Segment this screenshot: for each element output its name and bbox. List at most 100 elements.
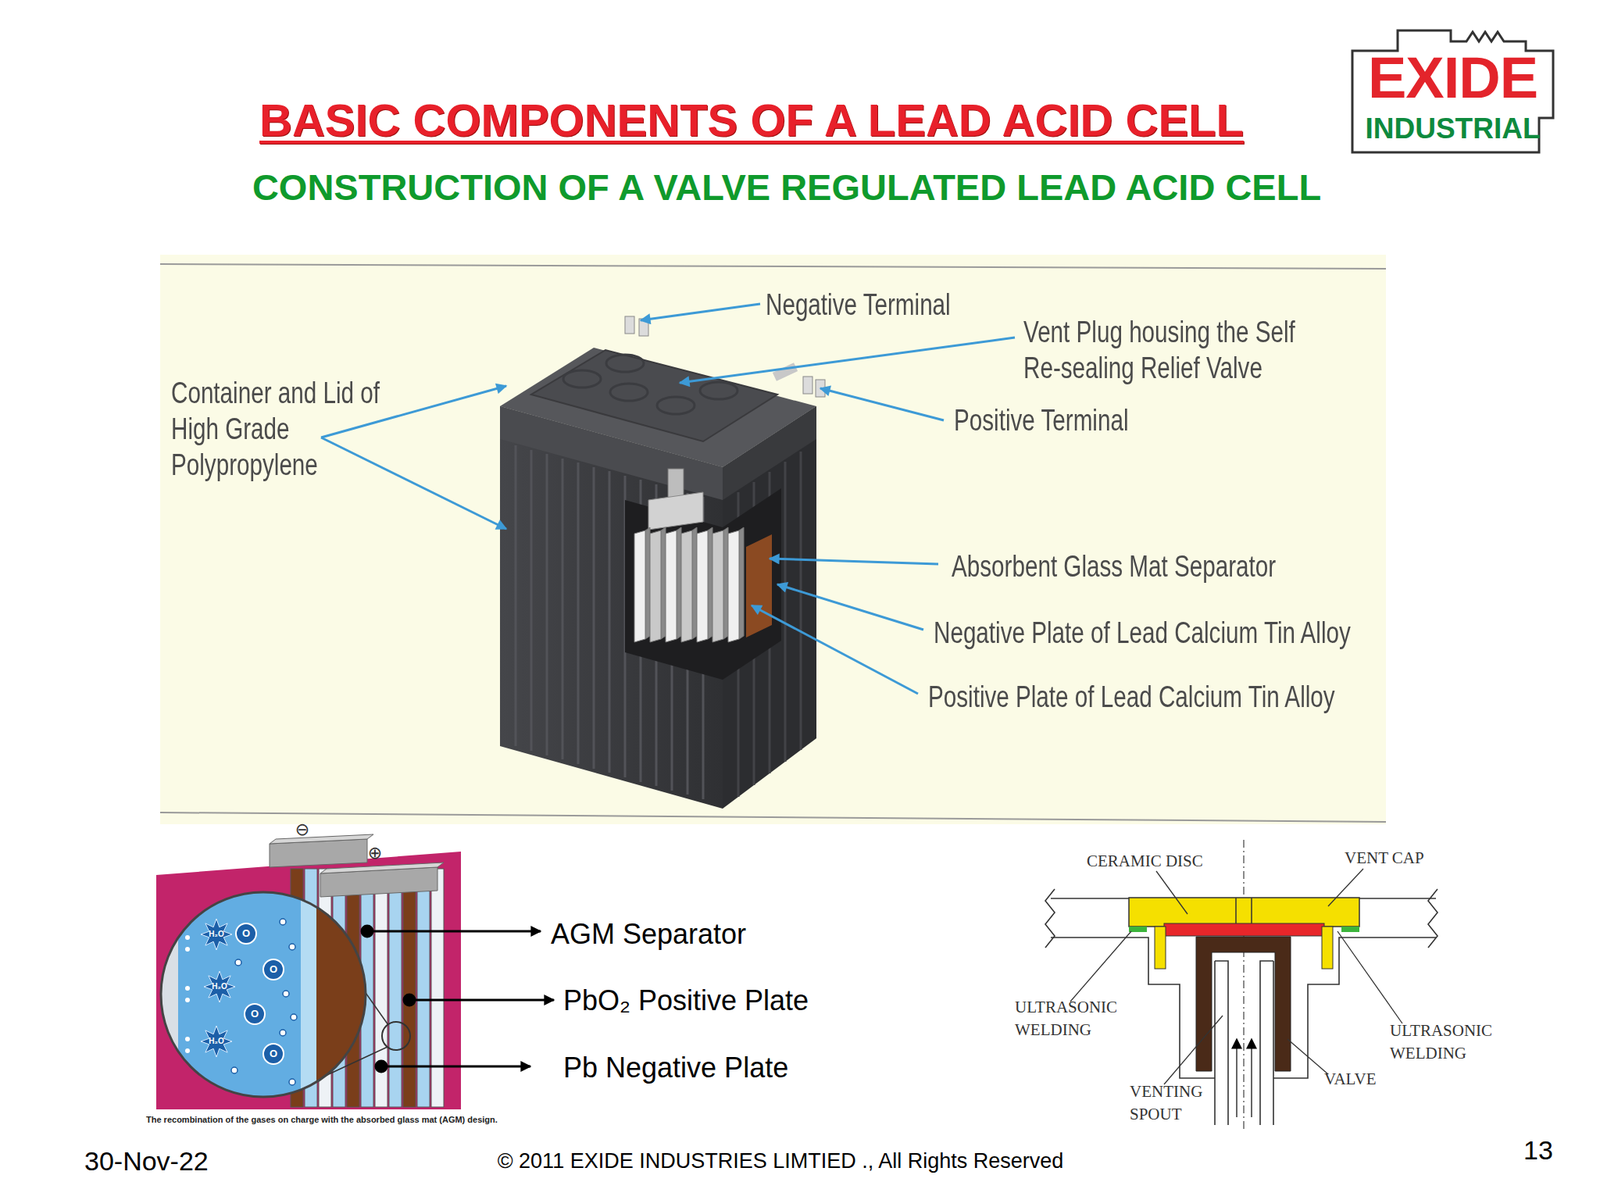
agm-cell-illustration <box>431 868 444 1108</box>
vent-cross-section <box>1341 926 1360 933</box>
vent-cross-section <box>1070 931 1132 1002</box>
vent-cross-section <box>1156 871 1188 915</box>
battery-illustration <box>784 461 787 762</box>
illustration-panel <box>160 254 1386 825</box>
pointer-arrow <box>381 1065 531 1068</box>
battery-illustration <box>676 527 682 640</box>
battery-illustration <box>696 530 708 643</box>
battery-illustration <box>606 354 644 372</box>
agm-cell-illustration <box>235 923 284 1065</box>
agm-cell-illustration <box>375 868 388 1108</box>
agm-cell-illustration <box>156 834 461 1110</box>
part-label: VENTING SPOUT <box>1129 1080 1224 1126</box>
illustration-panel <box>160 254 1386 825</box>
agm-cell-illustration <box>279 1029 286 1036</box>
agm-cell-illustration <box>290 1014 297 1021</box>
leader-line <box>751 605 918 694</box>
vent-cross-section <box>1164 923 1325 936</box>
battery-illustration <box>500 347 817 468</box>
agm-cell-illustration <box>403 868 416 1108</box>
leader-line <box>321 303 1015 694</box>
leader-line <box>640 303 761 321</box>
molecule-label: O <box>269 1048 278 1060</box>
battery-illustration <box>739 527 744 640</box>
vent-cross-section <box>1250 897 1253 927</box>
callout-label: Positive Plate of Lead Calcium Tin Alloy <box>928 678 1336 715</box>
logo-wordmark: EXIDE <box>1349 49 1557 108</box>
battery-illustration <box>639 318 649 336</box>
leader-line <box>769 558 939 565</box>
vent-cross-section <box>1214 960 1216 1125</box>
battery-illustration <box>500 316 825 809</box>
molecule-label: H₂O <box>211 982 227 992</box>
agm-cell-illustration <box>200 918 233 950</box>
battery-illustration <box>625 488 782 680</box>
copyright: © 2011 EXIDE INDUSTRIES LIMTIED ., All R… <box>389 1148 1172 1174</box>
logo-subtitle: INDUSTRIAL <box>1349 114 1557 143</box>
callout-label: Positive Terminal <box>953 402 1129 439</box>
illustration-panel <box>160 812 1386 822</box>
agm-cell-illustration <box>269 834 374 844</box>
part-label: AGM Separator <box>550 917 747 951</box>
battery-illustration <box>657 396 695 415</box>
battery-illustration <box>707 527 713 640</box>
molecule-label: O <box>269 964 278 975</box>
agm-cell-illustration <box>417 868 430 1108</box>
vent-cross-section <box>1070 868 1403 1085</box>
vent-cross-section <box>1235 897 1237 927</box>
battery-illustration <box>723 527 729 640</box>
agm-cell-illustration <box>203 971 236 1003</box>
agm-cell-illustration <box>185 985 190 991</box>
vent-cross-section <box>1242 839 1245 1129</box>
callout-label: Negative Plate of Lead Calcium Tin Alloy <box>933 614 1351 651</box>
vent-cross-section <box>1154 926 1166 969</box>
vent-cross-section <box>1250 1039 1253 1118</box>
battery-illustration <box>561 458 565 760</box>
agm-cell-illustration <box>156 851 461 1110</box>
molecule-label: O <box>242 928 250 940</box>
leader-line <box>820 388 944 421</box>
molecule-label: H₂O <box>208 929 224 940</box>
leader-line <box>321 437 507 529</box>
battery-illustration <box>610 383 648 401</box>
agm-cell-illustration <box>289 943 296 950</box>
vent-cross-section <box>1321 926 1333 969</box>
battery-illustration <box>700 382 738 400</box>
battery-illustration <box>746 534 772 638</box>
agm-cell-illustration <box>244 1003 265 1025</box>
vent-cross-section <box>1128 897 1360 927</box>
logo-badge: EXIDE INDUSTRIAL <box>1349 25 1557 156</box>
battery-illustration <box>803 376 813 394</box>
agm-cell-illustration <box>235 959 242 966</box>
leader-line <box>777 584 924 630</box>
page-number: 13 <box>1523 1134 1554 1166</box>
battery-illustration <box>563 370 601 388</box>
battery-illustration <box>634 530 646 643</box>
battery-illustration <box>660 527 666 640</box>
vent-cross-section <box>1045 839 1438 1129</box>
battery-illustration <box>634 527 744 643</box>
molecule-label: O <box>250 1008 259 1020</box>
callout-label: Vent Plug housing the Self Re-sealing Re… <box>1023 314 1311 386</box>
vent-cross-section <box>1235 1039 1238 1118</box>
battery-illustration <box>648 492 704 530</box>
vent-cross-section <box>1337 931 1403 1024</box>
vent-cross-section <box>1196 936 1291 1072</box>
battery-illustration <box>515 445 704 800</box>
agm-cell-illustration <box>231 1067 238 1074</box>
callout-label: Absorbent Glass Mat Separator <box>951 548 1276 585</box>
callout-label: Container and Lid of High Grade Polyprop… <box>171 375 403 483</box>
battery-illustration <box>577 462 580 765</box>
agm-cell-illustration <box>156 890 375 1102</box>
battery-illustration <box>563 354 738 415</box>
agm-cell-illustration <box>185 935 190 940</box>
agm-cell-illustration <box>235 923 257 944</box>
vent-cross-section <box>1128 926 1147 933</box>
part-label: ULTRASONIC WELDING <box>1014 996 1133 1042</box>
vent-cross-section <box>1236 1039 1252 1118</box>
agm-cell-illustration <box>279 918 286 925</box>
battery-illustration <box>772 362 798 382</box>
vent-cross-section <box>1214 960 1229 1125</box>
part-label: ULTRASONIC WELDING <box>1389 1019 1508 1065</box>
